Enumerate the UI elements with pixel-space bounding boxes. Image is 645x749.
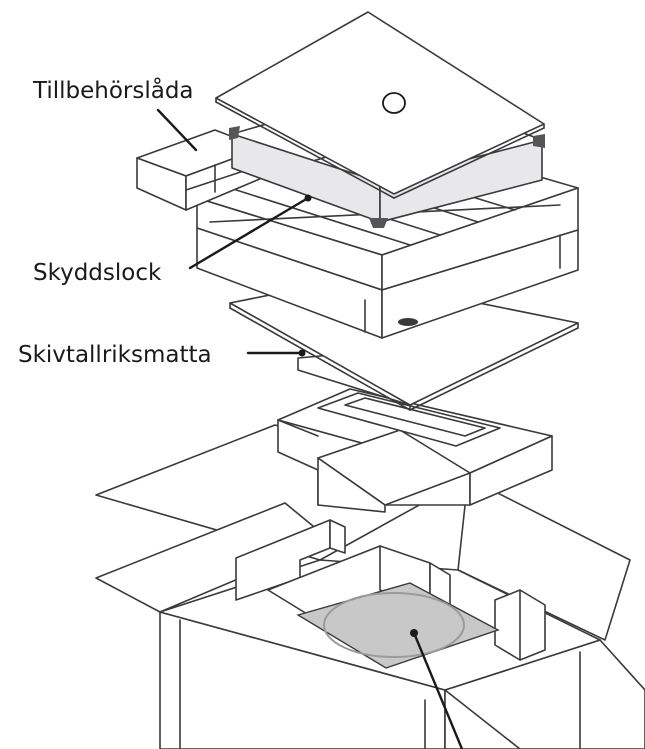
inner-packing	[235, 519, 546, 669]
lower-foam-frame	[277, 388, 553, 513]
leader-accessory-box	[156, 108, 198, 152]
platter-outline	[323, 592, 465, 658]
center-hole	[382, 92, 406, 114]
leader-lines	[156, 108, 464, 749]
label-dust-cover: Skyddslock	[33, 260, 162, 286]
label-accessory-box: Tillbehörslåda	[32, 76, 194, 104]
leader-dust-cover	[188, 196, 310, 270]
leader-turntable	[412, 631, 464, 749]
top-panel	[215, 11, 545, 199]
label-platter-mat: Skivtallriksmatta	[18, 342, 212, 368]
